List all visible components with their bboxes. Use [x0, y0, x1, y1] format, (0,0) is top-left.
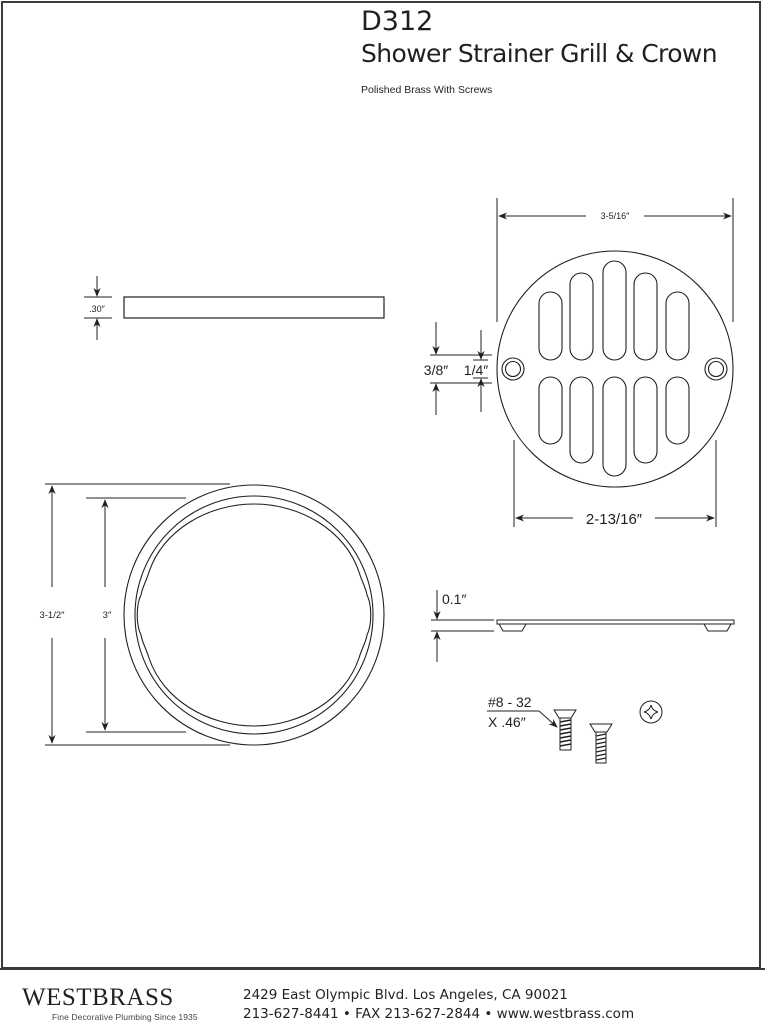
screw-icon — [553, 709, 577, 751]
slot-gap-label: 1/4″ — [464, 362, 488, 378]
product-name: Shower Strainer Grill & Crown — [361, 39, 718, 68]
slot — [569, 376, 594, 464]
crown-side-profile: .30″ — [84, 276, 385, 340]
finish-description: Polished Brass With Screws — [361, 84, 493, 96]
grill-diameter-dimension: 3-5/16″ — [496, 198, 734, 322]
slot-spacing-label: 3/8″ — [424, 362, 448, 378]
crown-diameter-dimensions — [45, 483, 230, 746]
crown-top-view — [123, 484, 385, 746]
model-number: D312 — [361, 6, 434, 37]
grill-side-profile — [496, 619, 735, 632]
brand-logo: WESTBRASS — [22, 984, 174, 1011]
slot — [665, 291, 690, 361]
footer: WESTBRASS Fine Decorative Plumbing Since… — [0, 972, 765, 1024]
screw-hole-right — [704, 357, 728, 381]
contact-info: 2429 East Olympic Blvd. Los Angeles, CA … — [243, 986, 634, 1024]
slot — [633, 272, 658, 361]
crown-height-label: .30″ — [89, 304, 106, 314]
slot — [633, 376, 658, 464]
hole-spacing-dimension — [513, 440, 717, 527]
screw-size-label: #8 - 32 — [488, 694, 532, 710]
slot — [602, 260, 627, 361]
crown-inner-diameter-label: 3″ — [103, 610, 112, 621]
brand-tagline: Fine Decorative Plumbing Since 1935 — [52, 1012, 198, 1022]
title-block: D312 Shower Strainer Grill & Crown Polis… — [361, 6, 718, 96]
phillips-head-icon — [639, 700, 663, 724]
slot — [538, 291, 563, 361]
hole-spacing-label: 2-13/16″ — [586, 511, 643, 528]
screw-hole-left — [501, 357, 525, 381]
slot — [602, 376, 627, 477]
grill-thickness-dimension — [431, 590, 494, 662]
grill-thickness-label: 0.1″ — [442, 591, 466, 607]
slot — [665, 376, 690, 445]
phone-fax-web-line: 213-627-8441 • FAX 213-627-2844 • www.we… — [243, 1006, 635, 1022]
grill-top-view — [496, 250, 734, 488]
crown-outer-diameter-label: 3-1/2″ — [39, 610, 65, 621]
screw-length-label: X .46″ — [488, 714, 526, 730]
slot-spacing-dimension — [430, 322, 492, 415]
screw-icon — [589, 723, 613, 764]
slot — [569, 272, 594, 361]
address-line: 2429 East Olympic Blvd. Los Angeles, CA … — [243, 987, 568, 1003]
grill-diameter-label: 3-5/16″ — [601, 211, 631, 221]
slot — [538, 376, 563, 445]
